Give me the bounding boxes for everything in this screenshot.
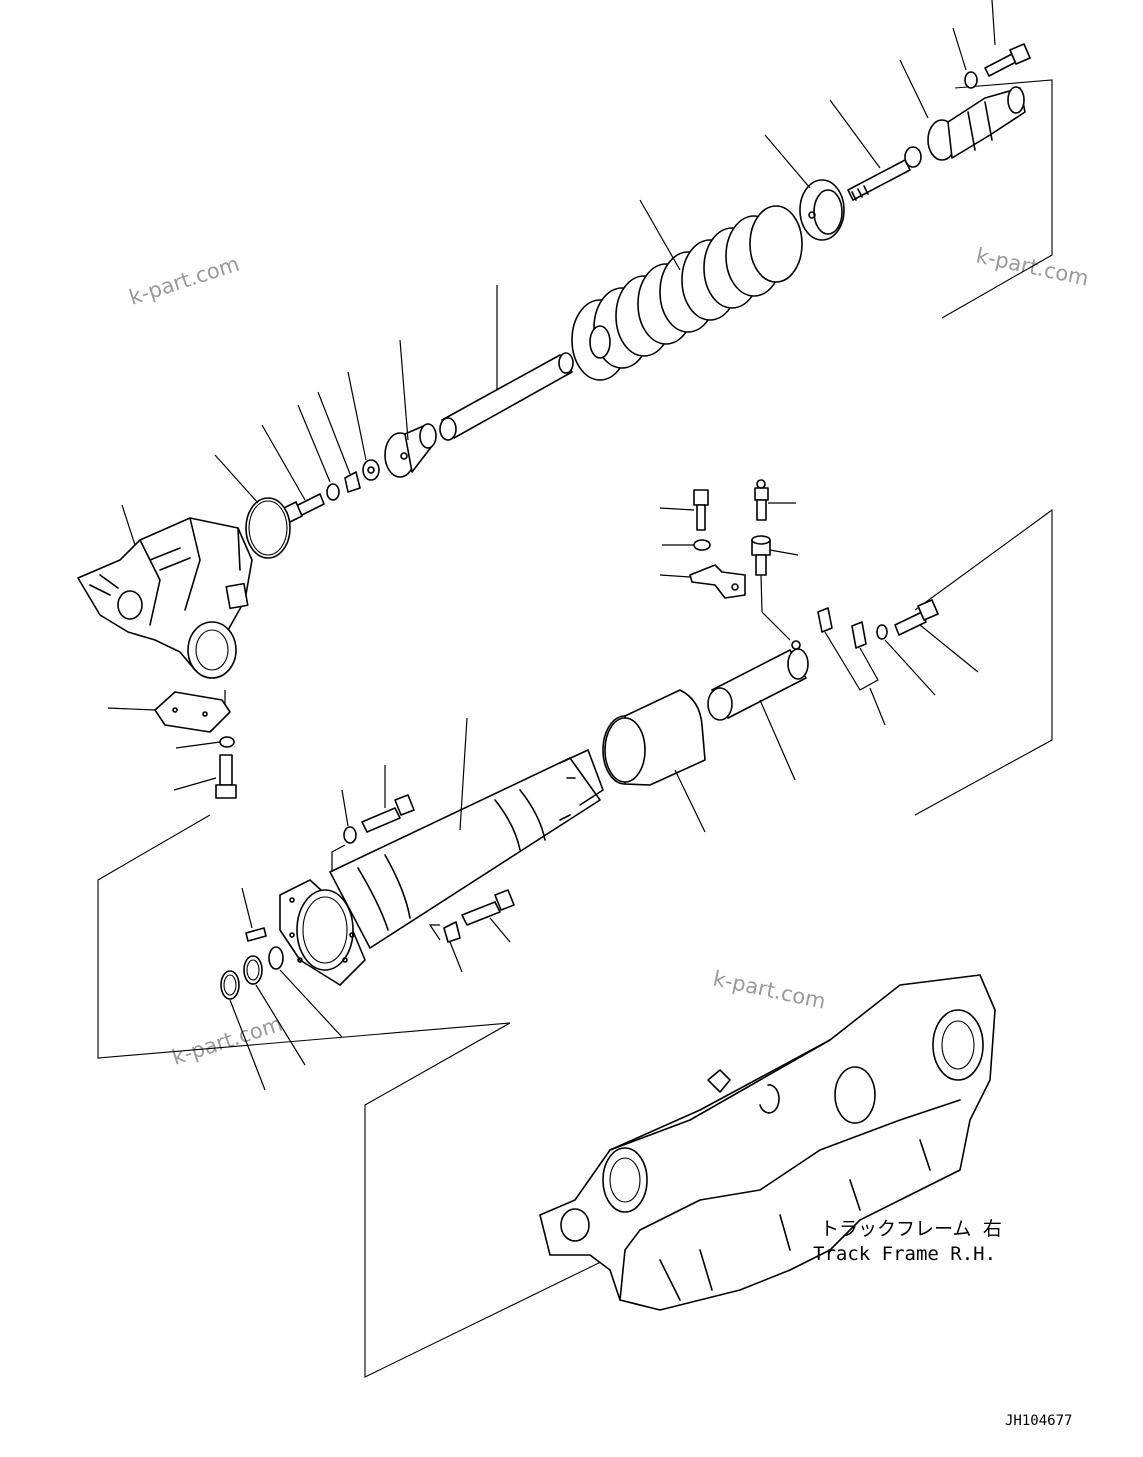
idler-yoke-housing xyxy=(77,504,253,679)
lock-washer xyxy=(317,391,361,493)
washer-fitting xyxy=(662,539,711,551)
cylinder-flange xyxy=(279,879,366,986)
washer-cylinder-top xyxy=(331,789,357,872)
bolt-top-right xyxy=(984,0,1031,77)
shim-plate-1 xyxy=(817,607,833,633)
bracket-plate xyxy=(659,564,746,599)
washer-side xyxy=(876,624,936,696)
track-frame xyxy=(539,974,996,1311)
long-rod xyxy=(439,285,574,441)
washer-top-right xyxy=(952,27,978,89)
watermark-bottom-left: k-part.com xyxy=(169,1012,285,1070)
valve-fitting xyxy=(751,535,799,641)
track-frame-label-japanese: トラックフレーム 右 xyxy=(820,1218,1002,1240)
washer-small xyxy=(297,404,340,501)
dowel-pin xyxy=(241,887,267,942)
boundary-left xyxy=(97,814,511,1059)
recoil-spring xyxy=(571,199,803,381)
spring-holder xyxy=(384,339,437,478)
washer-cylinder-bottom xyxy=(428,921,463,973)
boundary-bottom xyxy=(364,1022,651,1378)
seal-ring-1 xyxy=(220,970,266,1091)
watermark-top-right: k-part.com xyxy=(974,243,1091,290)
seal-ring-2 xyxy=(243,955,306,1066)
seal-ring-3 xyxy=(268,946,343,1038)
bushing-large xyxy=(602,689,706,833)
nut-small xyxy=(347,371,380,481)
boundary-top-right xyxy=(941,79,1053,319)
rod-guide xyxy=(899,59,1026,161)
bolt-fitting xyxy=(659,489,709,531)
o-ring xyxy=(214,454,291,559)
bolt-cover xyxy=(173,754,237,799)
watermark-top-left: k-part.com xyxy=(126,252,242,310)
piston-cylinder xyxy=(707,640,809,781)
track-frame-label-english: Track Frame R.H. xyxy=(813,1243,996,1265)
boundary-middle-right xyxy=(914,508,1053,816)
grease-nipple xyxy=(754,479,796,521)
flange-plate xyxy=(764,134,845,241)
washer-cover xyxy=(175,736,235,749)
drawing-code: JH104677 xyxy=(1005,1413,1072,1429)
cover-plate xyxy=(107,690,231,733)
pin-small xyxy=(829,99,922,201)
group-boundaries xyxy=(97,79,1053,1378)
bolt-cylinder-top xyxy=(361,765,415,833)
bolt-cylinder-bottom xyxy=(461,889,515,943)
shim-plate-2 xyxy=(824,621,886,726)
main-cylinder xyxy=(329,717,604,949)
watermark-center: k-part.com xyxy=(711,966,828,1013)
bolt-side xyxy=(894,599,979,673)
